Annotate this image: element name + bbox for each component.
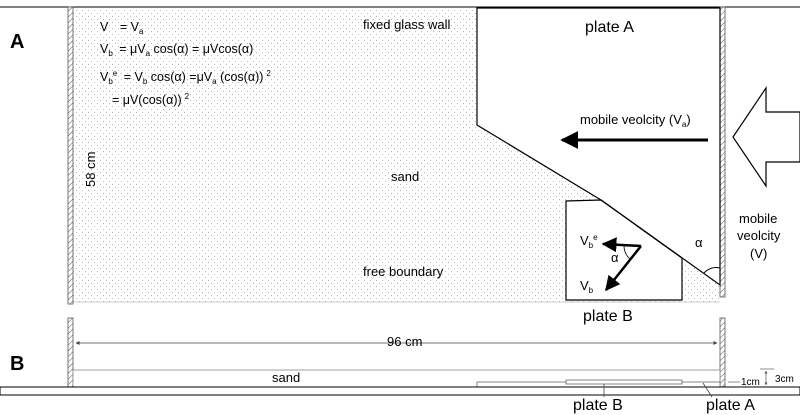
left-wall-b [67,317,74,389]
alpha-arc-b [623,244,631,260]
plate-b-edge [600,199,683,259]
alpha-arc-a [703,267,721,274]
dim-1cm-label: 1cm [741,377,760,388]
base-plate [0,386,800,396]
mobile-velocity-a-label: mobile veolcity (Va) [580,112,691,129]
width-label: 96 cm [387,334,422,349]
fixed-glass-wall-label: fixed glass wall [363,17,451,32]
vb-arrow [605,245,642,292]
panel-b-letter: B [10,353,24,375]
equations: V = Va Vb = μVa cos(α) = μVcos(α) Vbe = … [100,20,271,107]
alpha-label-a: α [695,235,703,250]
plate-a-leader [702,382,713,398]
panel-a: A V = Va Vb = μVa cos(α) = μVcos(α) Vbe … [0,6,800,325]
plate-b-lower-label: plate B [573,397,623,414]
panel-b: B 96 cm sand plate B plate A 1cm 3cm [0,317,800,414]
plate-b-section [565,379,683,385]
equation-line-1: V = Va [100,20,144,36]
sand-label-b: sand [272,370,300,385]
equation-line-3: Vbe = Vb cos(α) =μVa (cos(α))2 [100,65,271,87]
sand-label: sand [391,169,419,184]
right-wall [719,6,726,298]
plate-b-shape [565,199,683,301]
vbe-label: Vbe [580,233,598,250]
dim-3cm-label: 3cm [775,374,794,385]
vb-label: Vb [580,278,594,295]
vbe-arrow [601,237,642,253]
left-wall [67,6,74,305]
plate-a-label: plate A [585,19,634,36]
panel-a-letter: A [10,31,24,53]
mobile-velocity-label-line3: (V) [750,246,767,261]
equation-line-2: Vb = μVa cos(α) = μVcos(α) [100,42,253,59]
plate-a-lower-label: plate A [706,397,755,414]
free-boundary-label: free boundary [363,264,444,279]
mobile-velocity-block-arrow [732,86,800,188]
plate-b-label: plate B [583,308,633,325]
equation-line-4: = μV(cos(α))2 [112,92,190,107]
alpha-label-b: α [611,250,619,265]
height-label: 58 cm [83,152,98,187]
mobile-velocity-label-line1: mobile [739,211,777,226]
mobile-velocity-label-line2: veolcity [737,228,781,243]
right-wall-b [719,317,726,389]
